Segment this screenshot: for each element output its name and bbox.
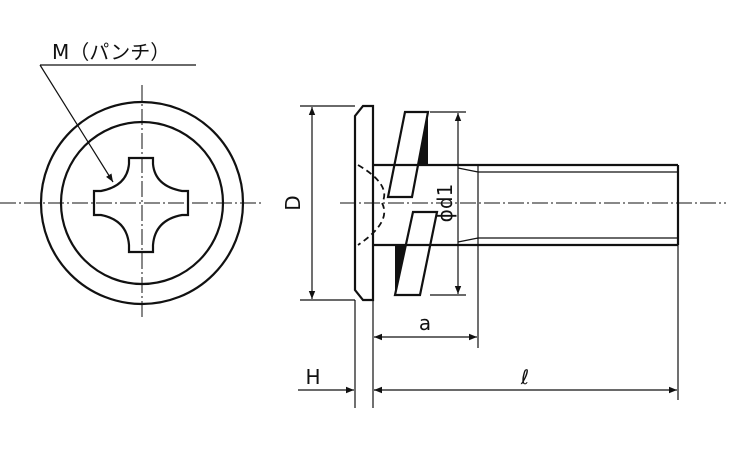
head-hidden-outline <box>357 164 386 246</box>
thread-lines <box>457 165 678 245</box>
side-view: D ϕd1 a H ℓ <box>281 104 726 408</box>
flat-washer <box>353 104 375 302</box>
h-label: H <box>305 365 320 389</box>
spring-washer-lower <box>393 210 439 297</box>
head-circle <box>59 120 225 286</box>
l-label: ℓ <box>520 365 529 389</box>
spring-washer-upper <box>386 110 430 199</box>
d-label: D <box>281 195 305 210</box>
cross-recess <box>92 156 190 254</box>
washer-outer-circle <box>39 100 245 306</box>
punch-mark-label: M（パンチ） <box>52 40 170 64</box>
front-view: M（パンチ） <box>0 40 262 320</box>
d1-label: ϕd1 <box>433 184 457 223</box>
a-label: a <box>419 311 431 335</box>
leader-arrow <box>39 64 114 183</box>
